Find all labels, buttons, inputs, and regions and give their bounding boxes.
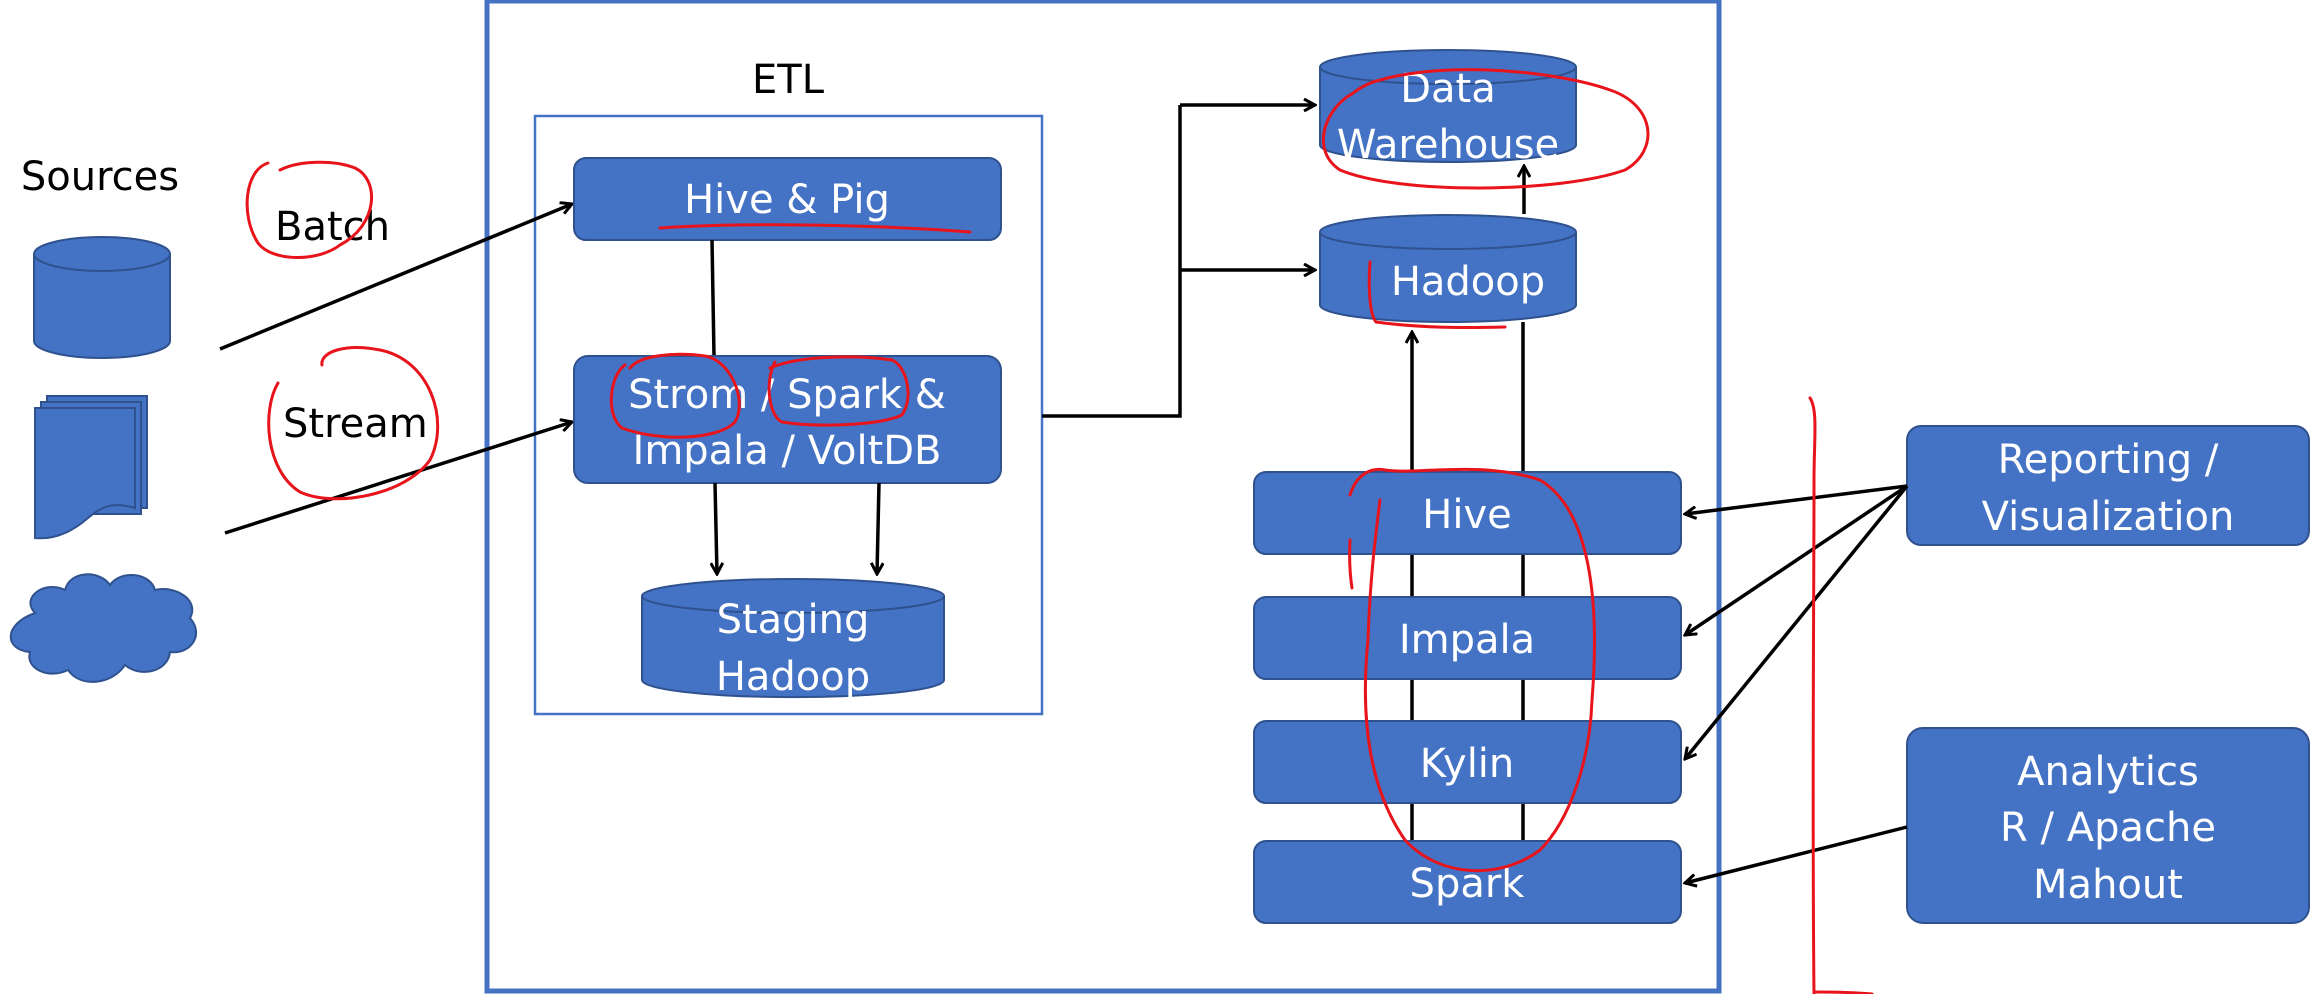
query-engine-spark-label: Spark	[1410, 861, 1526, 907]
batch-circle-annotation	[245, 160, 374, 259]
analytics-label-3: Mahout	[2033, 862, 2183, 908]
batch-label: Batch	[275, 204, 390, 250]
hadoop-mark-annotation	[1367, 260, 1507, 329]
analytics-label-1: Analytics	[2017, 749, 2199, 795]
stream-arrow	[224, 422, 572, 535]
reporting-node: Reporting / Visualization	[1906, 425, 2310, 546]
documents-icon	[34, 395, 148, 540]
reporting-to-impala-arrow	[1685, 484, 1908, 635]
stream-processing-label-1: Strom / Spark &	[628, 372, 946, 418]
analytics-node: Analytics R / Apache Mahout	[1906, 727, 2310, 924]
sources-title: Sources	[21, 154, 179, 200]
etl-to-storage-connector	[1042, 105, 1182, 418]
hive-pig-node: Hive & Pig	[573, 157, 1002, 241]
reporting-to-hive-arrow	[1685, 484, 1908, 514]
batch-arrow	[219, 204, 572, 351]
database-icon	[33, 236, 171, 359]
strom-circle-annotation	[609, 352, 741, 439]
layer-bracket-annotation	[1808, 396, 1874, 994]
hive-pig-label: Hive & Pig	[684, 177, 890, 223]
reporting-label-1: Reporting /	[1998, 437, 2219, 483]
stream-label: Stream	[283, 401, 428, 447]
query-engine-impala-label: Impala	[1399, 617, 1535, 663]
hadoop-label: Hadoop	[1391, 259, 1545, 305]
query-engine-spark: Spark	[1253, 840, 1682, 924]
engines-circle-annotation	[1348, 467, 1596, 873]
stream-circle-annotation	[267, 346, 440, 501]
hive-pig-underline-annotation	[658, 223, 972, 234]
analytics-label-2: R / Apache	[2000, 805, 2216, 851]
spark-circle-annotation	[767, 355, 910, 427]
stream-processing-node: Strom / Spark & Impala / VoltDB	[573, 355, 1002, 484]
data-warehouse-node: Data Warehouse	[1319, 49, 1577, 168]
query-engine-kylin-label: Kylin	[1420, 741, 1515, 787]
etl-title: ETL	[752, 57, 825, 103]
cloud-icon	[9, 573, 197, 683]
platform-frame	[484, 0, 1722, 994]
hadoop-node: Hadoop	[1319, 214, 1577, 323]
warehouse-circle-annotation	[1321, 68, 1650, 190]
reporting-to-kylin-arrow	[1685, 484, 1909, 759]
query-engine-impala: Impala	[1253, 596, 1682, 680]
query-engine-hive-label: Hive	[1422, 492, 1511, 538]
stream-to-staging-arrow-2	[877, 482, 879, 574]
reporting-label-2: Visualization	[1982, 494, 2235, 540]
staging-label-1: Staging	[717, 597, 870, 643]
staging-hadoop-node: Staging Hadoop	[641, 578, 945, 700]
stream-processing-label-2: Impala / VoltDB	[633, 428, 942, 474]
query-engine-kylin: Kylin	[1253, 720, 1682, 804]
analytics-to-spark-arrow	[1685, 825, 1908, 883]
staging-label-2: Hadoop	[716, 654, 870, 700]
red-annotations	[245, 68, 1874, 994]
hive-to-stream-connector	[710, 239, 716, 357]
warehouse-label-2: Warehouse	[1337, 122, 1559, 168]
stream-to-staging-arrow-1	[715, 482, 717, 574]
query-engine-hive: Hive	[1253, 471, 1682, 555]
